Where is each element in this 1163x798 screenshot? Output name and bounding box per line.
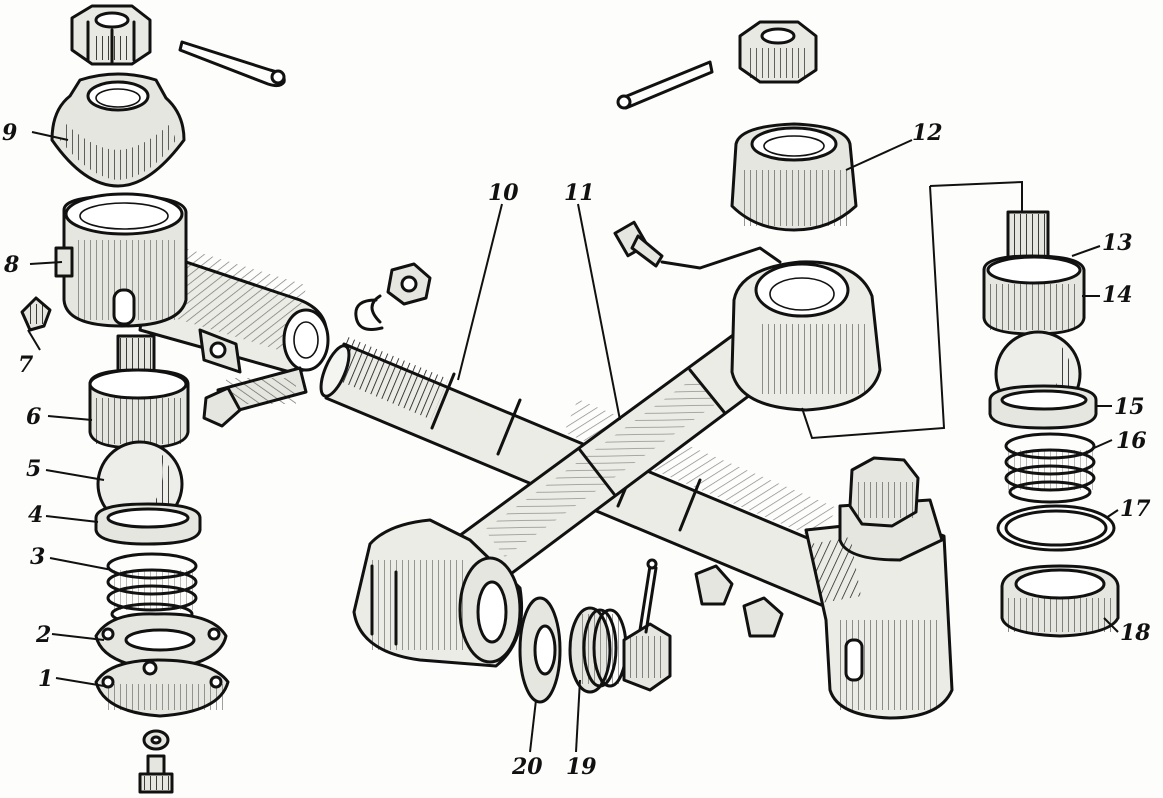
label-17: 17 <box>1120 496 1151 522</box>
gasket-2 <box>94 612 228 672</box>
label-1: 1 <box>38 666 53 692</box>
label-14: 14 <box>1102 282 1133 308</box>
threaded-plug-6 <box>88 334 190 450</box>
washer-20 <box>518 596 562 704</box>
ring-17 <box>996 504 1116 552</box>
nut-small <box>386 262 432 306</box>
label-9: 9 <box>2 120 17 146</box>
label-10: 10 <box>488 180 519 206</box>
lock-ring <box>354 294 384 331</box>
label-16: 16 <box>1116 428 1147 454</box>
tie-rod-end-housing-8 <box>54 192 330 428</box>
washer-bottom <box>142 729 170 751</box>
spring-16 <box>1004 432 1096 504</box>
tie-rod-end-right <box>694 456 954 720</box>
sensor-connector <box>613 220 782 270</box>
leader-lines <box>27 131 1119 753</box>
label-18: 18 <box>1120 620 1151 646</box>
label-13: 13 <box>1102 230 1133 256</box>
castle-nut-center <box>622 622 672 692</box>
dust-cover-12 <box>730 122 858 232</box>
label-15: 15 <box>1114 394 1145 420</box>
label-11: 11 <box>564 180 595 206</box>
drag-link-socket <box>352 518 524 668</box>
cotter-pin-center <box>638 558 658 634</box>
ball-seat-4 <box>94 502 202 546</box>
spring-3 <box>106 552 198 626</box>
label-19: 19 <box>566 754 597 780</box>
cotter-pin-right <box>616 60 714 110</box>
spring-ring-19 <box>568 606 628 694</box>
label-12: 12 <box>912 120 943 146</box>
cover-1 <box>94 658 230 718</box>
castle-nut-right <box>738 20 818 84</box>
assembly-leader <box>801 180 1023 440</box>
label-5: 5 <box>26 456 41 482</box>
bolt-bottom <box>138 754 174 794</box>
label-2: 2 <box>35 622 51 648</box>
label-20: 20 <box>511 754 543 780</box>
seat-15 <box>988 384 1098 430</box>
dust-cover-9 <box>50 72 186 188</box>
plug-18 <box>1000 564 1120 638</box>
drag-link-eye <box>730 260 882 412</box>
plug-14 <box>982 254 1086 336</box>
label-3: 3 <box>30 544 45 570</box>
castle-nut-left <box>70 4 152 66</box>
label-8: 8 <box>3 252 19 278</box>
label-7: 7 <box>18 352 34 378</box>
cotter-pin-left <box>178 40 286 88</box>
label-6: 6 <box>26 404 41 430</box>
grease-fitting-7 <box>20 296 52 332</box>
label-4: 4 <box>28 502 43 528</box>
